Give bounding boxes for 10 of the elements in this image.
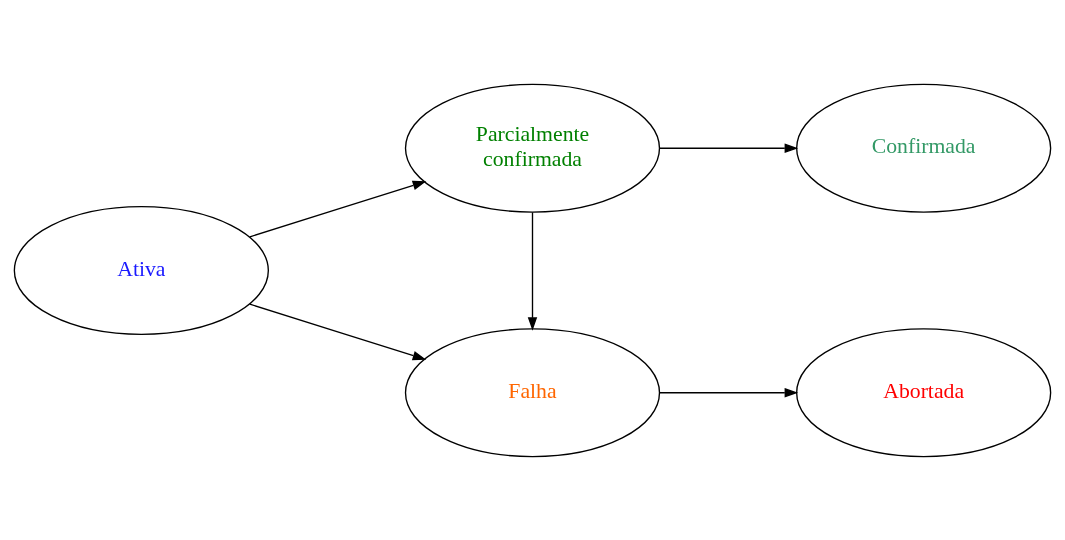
arrow	[659, 143, 799, 153]
arrow	[659, 387, 799, 397]
arrow	[249, 180, 427, 237]
arrow	[527, 211, 538, 331]
node-ellipse: Abortada	[796, 327, 1052, 457]
node-ellipse: Parcialmente confirmada	[404, 83, 661, 213]
node-ellipse: Falha	[404, 327, 661, 457]
node-ellipse: Ativa	[13, 205, 269, 335]
arrow	[249, 303, 427, 360]
node-ellipse: Confirmada	[796, 83, 1052, 213]
